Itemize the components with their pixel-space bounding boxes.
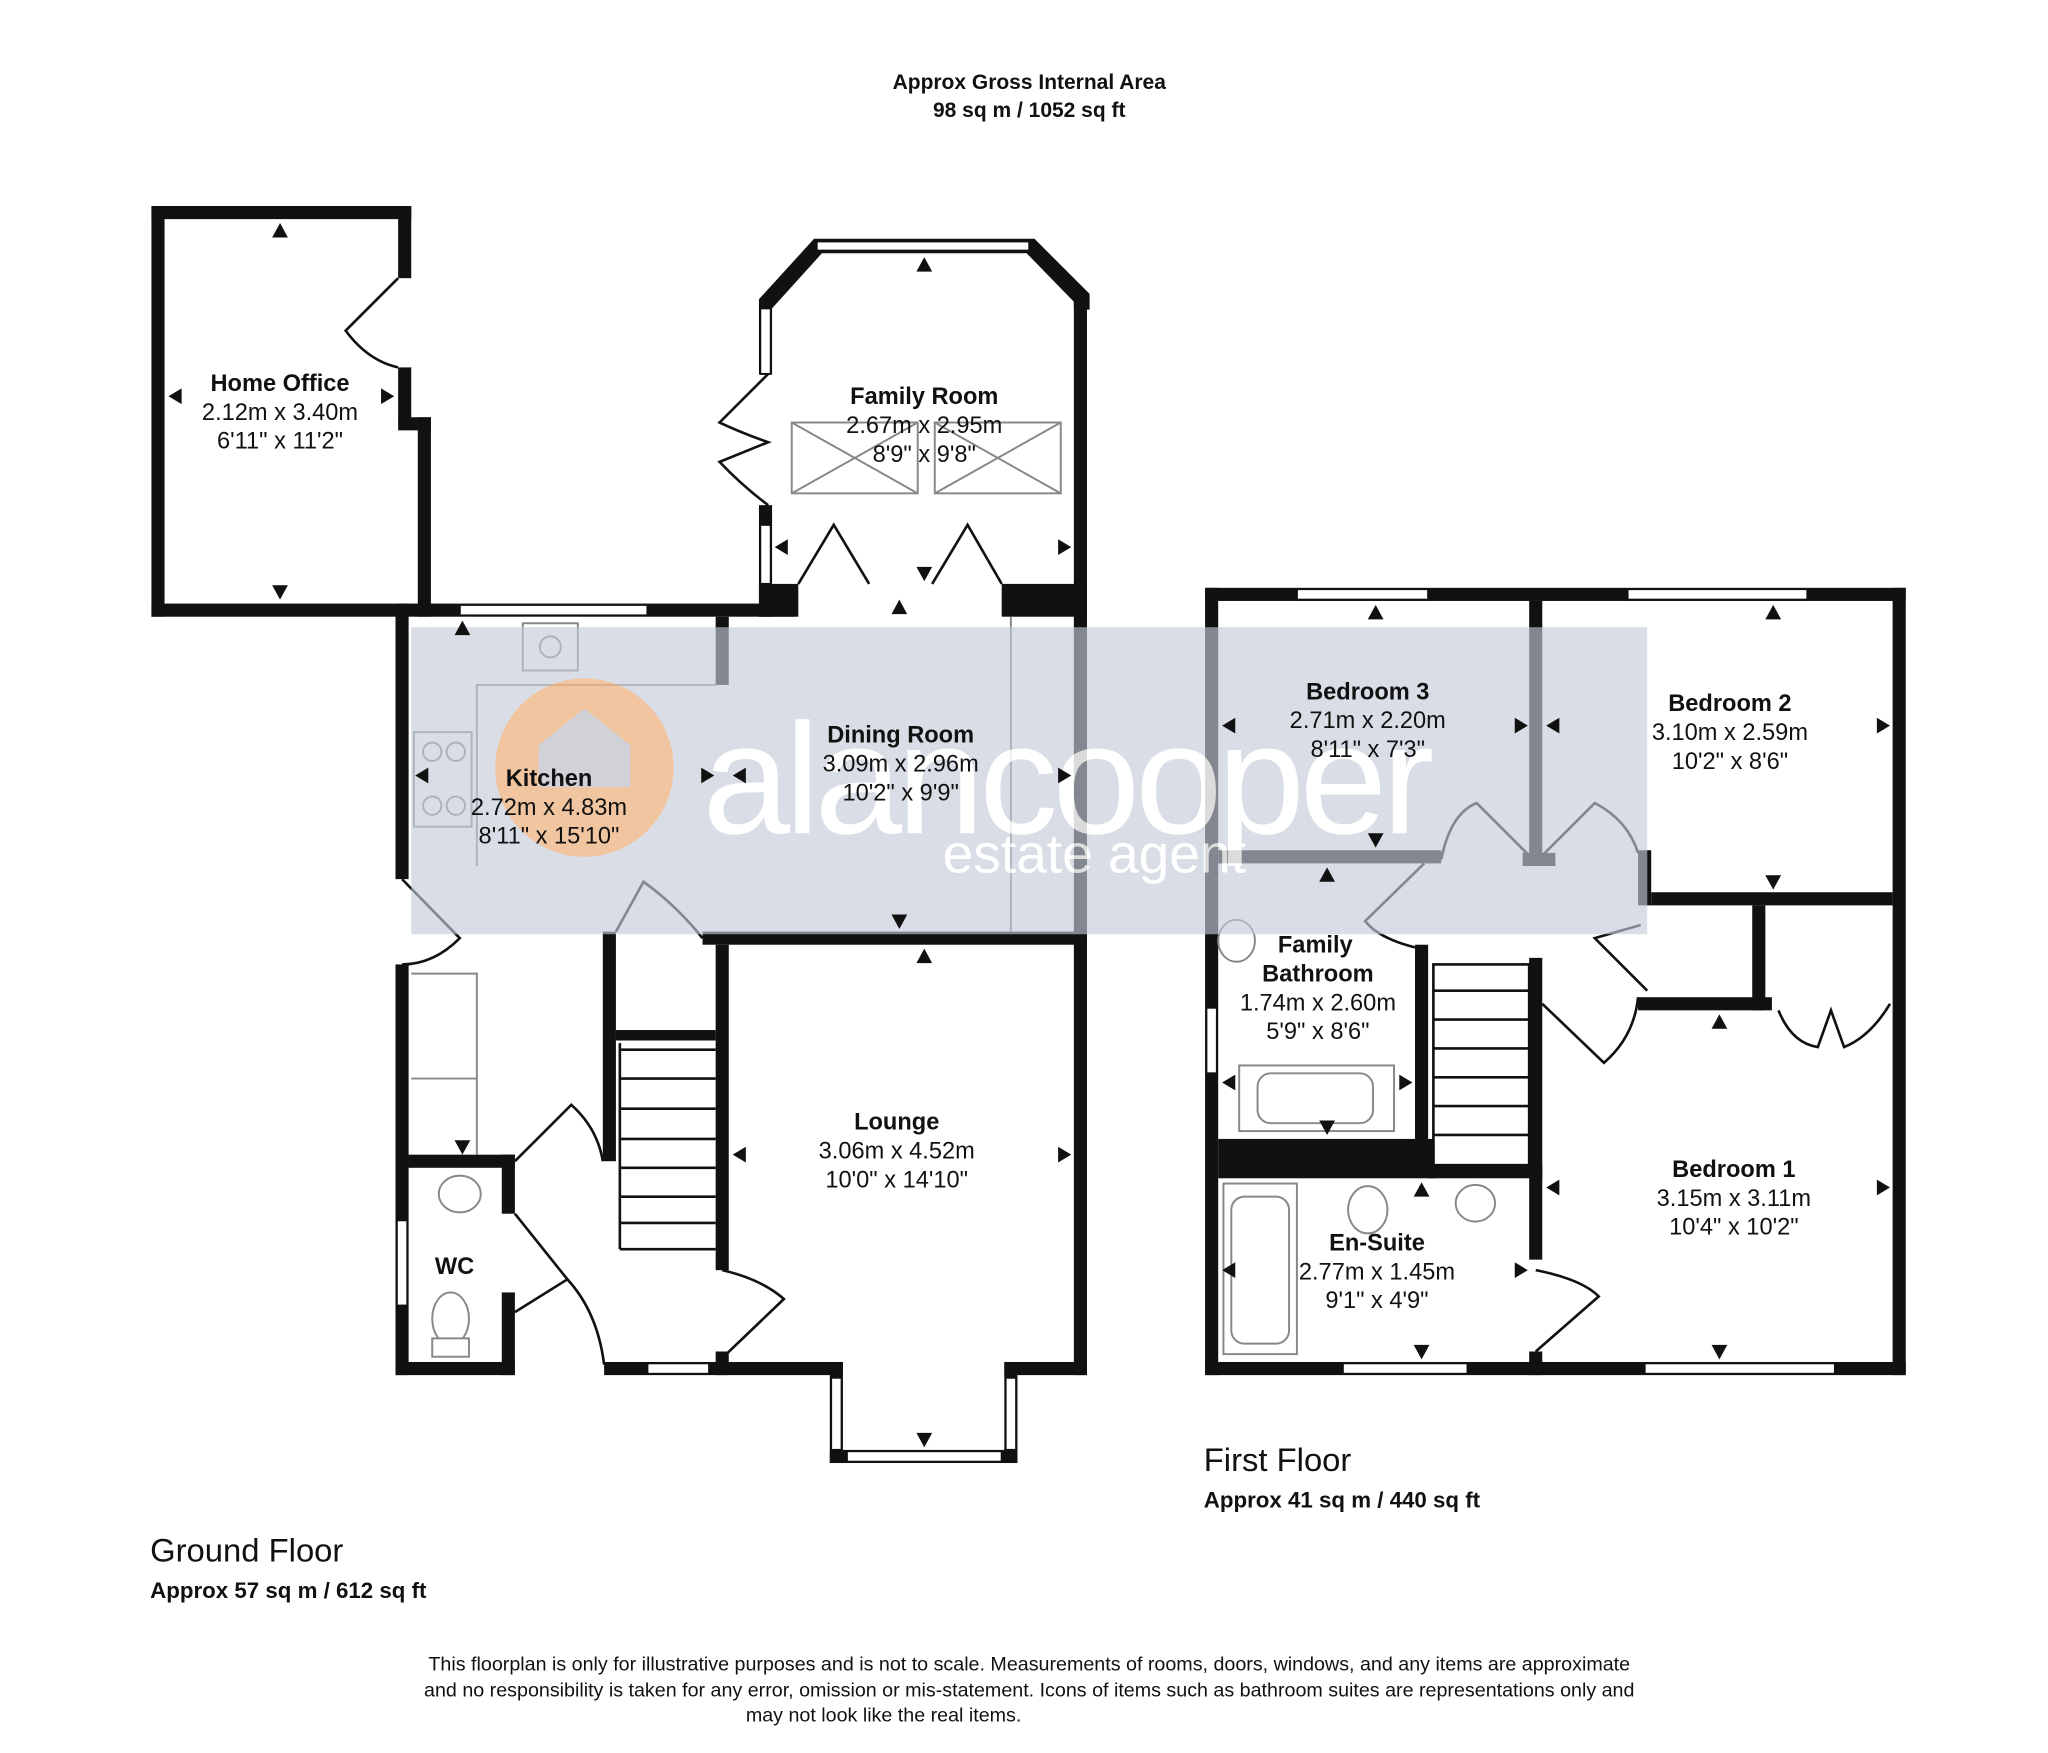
svg-text:Bathroom: Bathroom: [1262, 961, 1374, 987]
svg-text:WC: WC: [435, 1254, 474, 1280]
room-dining-room: Dining Room 3.09m x 2.96m 10'2" x 9'9": [823, 723, 979, 807]
first-fixtures: [1217, 918, 1497, 1356]
room-kitchen: Kitchen 2.72m x 4.83m 8'11" x 15'10": [471, 766, 627, 850]
toilet-icon: [431, 1291, 470, 1346]
svg-text:6'11" x 11'2": 6'11" x 11'2": [217, 429, 343, 455]
svg-text:10'0" x 14'10": 10'0" x 14'10": [825, 1167, 968, 1193]
svg-text:9'1" x 4'9": 9'1" x 4'9": [1325, 1288, 1428, 1314]
svg-text:Family Room: Family Room: [850, 384, 998, 410]
disclaimer-line-3: may not look like the real items.: [746, 1705, 1022, 1727]
svg-text:3.10m x 2.59m: 3.10m x 2.59m: [1652, 720, 1808, 746]
first-floor-area: Approx 41 sq m / 440 sq ft: [1204, 1488, 1481, 1513]
svg-text:5'9" x 8'6": 5'9" x 8'6": [1266, 1019, 1369, 1045]
disclaimer-line-2: and no responsibility is taken for any e…: [424, 1680, 1634, 1702]
first-floor-title: First Floor: [1204, 1441, 1352, 1478]
basin-icon: [437, 1174, 482, 1214]
svg-text:En-Suite: En-Suite: [1329, 1230, 1425, 1256]
ground-stairs: [618, 1043, 716, 1251]
svg-text:Bedroom 3: Bedroom 3: [1306, 679, 1429, 705]
ground-floor-area: Approx 57 sq m / 612 sq ft: [150, 1578, 427, 1603]
basin-icon: [1454, 1183, 1497, 1223]
svg-text:Lounge: Lounge: [854, 1110, 939, 1136]
svg-text:3.06m x 4.52m: 3.06m x 4.52m: [819, 1139, 975, 1165]
gross-area-title: Approx Gross Internal Area: [893, 71, 1167, 94]
svg-text:3.09m x 2.96m: 3.09m x 2.96m: [823, 752, 979, 778]
room-wc: WC: [435, 1254, 474, 1280]
room-bedroom-1: Bedroom 1 3.15m x 3.11m 10'4" x 10'2": [1657, 1157, 1811, 1241]
room-bedroom-3: Bedroom 3 2.71m x 2.20m 8'11" x 7'3": [1290, 679, 1446, 763]
svg-text:8'11" x 7'3": 8'11" x 7'3": [1310, 737, 1425, 763]
svg-text:Kitchen: Kitchen: [506, 766, 593, 792]
svg-text:10'4" x 10'2": 10'4" x 10'2": [1669, 1215, 1798, 1241]
svg-text:8'9" x 9'8": 8'9" x 9'8": [873, 442, 976, 468]
svg-text:Family: Family: [1278, 933, 1353, 959]
svg-text:10'2" x 9'9": 10'2" x 9'9": [842, 780, 958, 806]
ground-floor-title: Ground Floor: [150, 1531, 343, 1568]
watermark-tagline: estate agent: [943, 823, 1246, 885]
room-family-bathroom: Family Bathroom 1.74m x 2.60m 5'9" x 8'6…: [1240, 933, 1396, 1046]
svg-text:2.12m x 3.40m: 2.12m x 3.40m: [202, 400, 358, 426]
toilet-icon: [1347, 1185, 1389, 1235]
svg-text:2.71m x 2.20m: 2.71m x 2.20m: [1290, 708, 1446, 734]
room-family-room: Family Room 2.67m x 2.95m 8'9" x 9'8": [846, 384, 1002, 468]
svg-text:Dining Room: Dining Room: [827, 723, 974, 749]
watermark-brand: alancooper: [703, 691, 1432, 867]
svg-text:3.15m x 3.11m: 3.15m x 3.11m: [1657, 1186, 1811, 1212]
disclaimer-line-1: This floorplan is only for illustrative …: [428, 1653, 1630, 1675]
svg-text:2.77m x 1.45m: 2.77m x 1.45m: [1299, 1259, 1455, 1285]
gross-area-value: 98 sq m / 1052 sq ft: [933, 99, 1125, 122]
room-lounge: Lounge 3.06m x 4.52m 10'0" x 14'10": [819, 1110, 975, 1194]
watermark-logo: alancooper estate agent: [411, 627, 1648, 935]
svg-text:Home Office: Home Office: [210, 371, 349, 397]
room-home-office: Home Office 2.12m x 3.40m 6'11" x 11'2": [202, 371, 358, 455]
svg-text:2.72m x 4.83m: 2.72m x 4.83m: [471, 795, 627, 821]
svg-text:10'2" x 8'6": 10'2" x 8'6": [1672, 749, 1788, 775]
ground-floor-windows: [395, 240, 1031, 1463]
first-floor-windows: [1205, 588, 1836, 1375]
svg-text:2.67m x 2.95m: 2.67m x 2.95m: [846, 413, 1002, 439]
svg-text:Bedroom 2: Bedroom 2: [1668, 691, 1791, 717]
room-en-suite: En-Suite 2.77m x 1.45m 9'1" x 4'9": [1299, 1230, 1455, 1314]
svg-text:8'11" x 15'10": 8'11" x 15'10": [479, 824, 620, 850]
first-stairs: [1432, 963, 1531, 1167]
dimension-arrows: [168, 223, 1891, 1448]
room-bedroom-2: Bedroom 2 3.10m x 2.59m 10'2" x 8'6": [1652, 691, 1808, 775]
svg-text:Bedroom 1: Bedroom 1: [1672, 1157, 1795, 1183]
svg-text:1.74m x 2.60m: 1.74m x 2.60m: [1240, 990, 1396, 1016]
